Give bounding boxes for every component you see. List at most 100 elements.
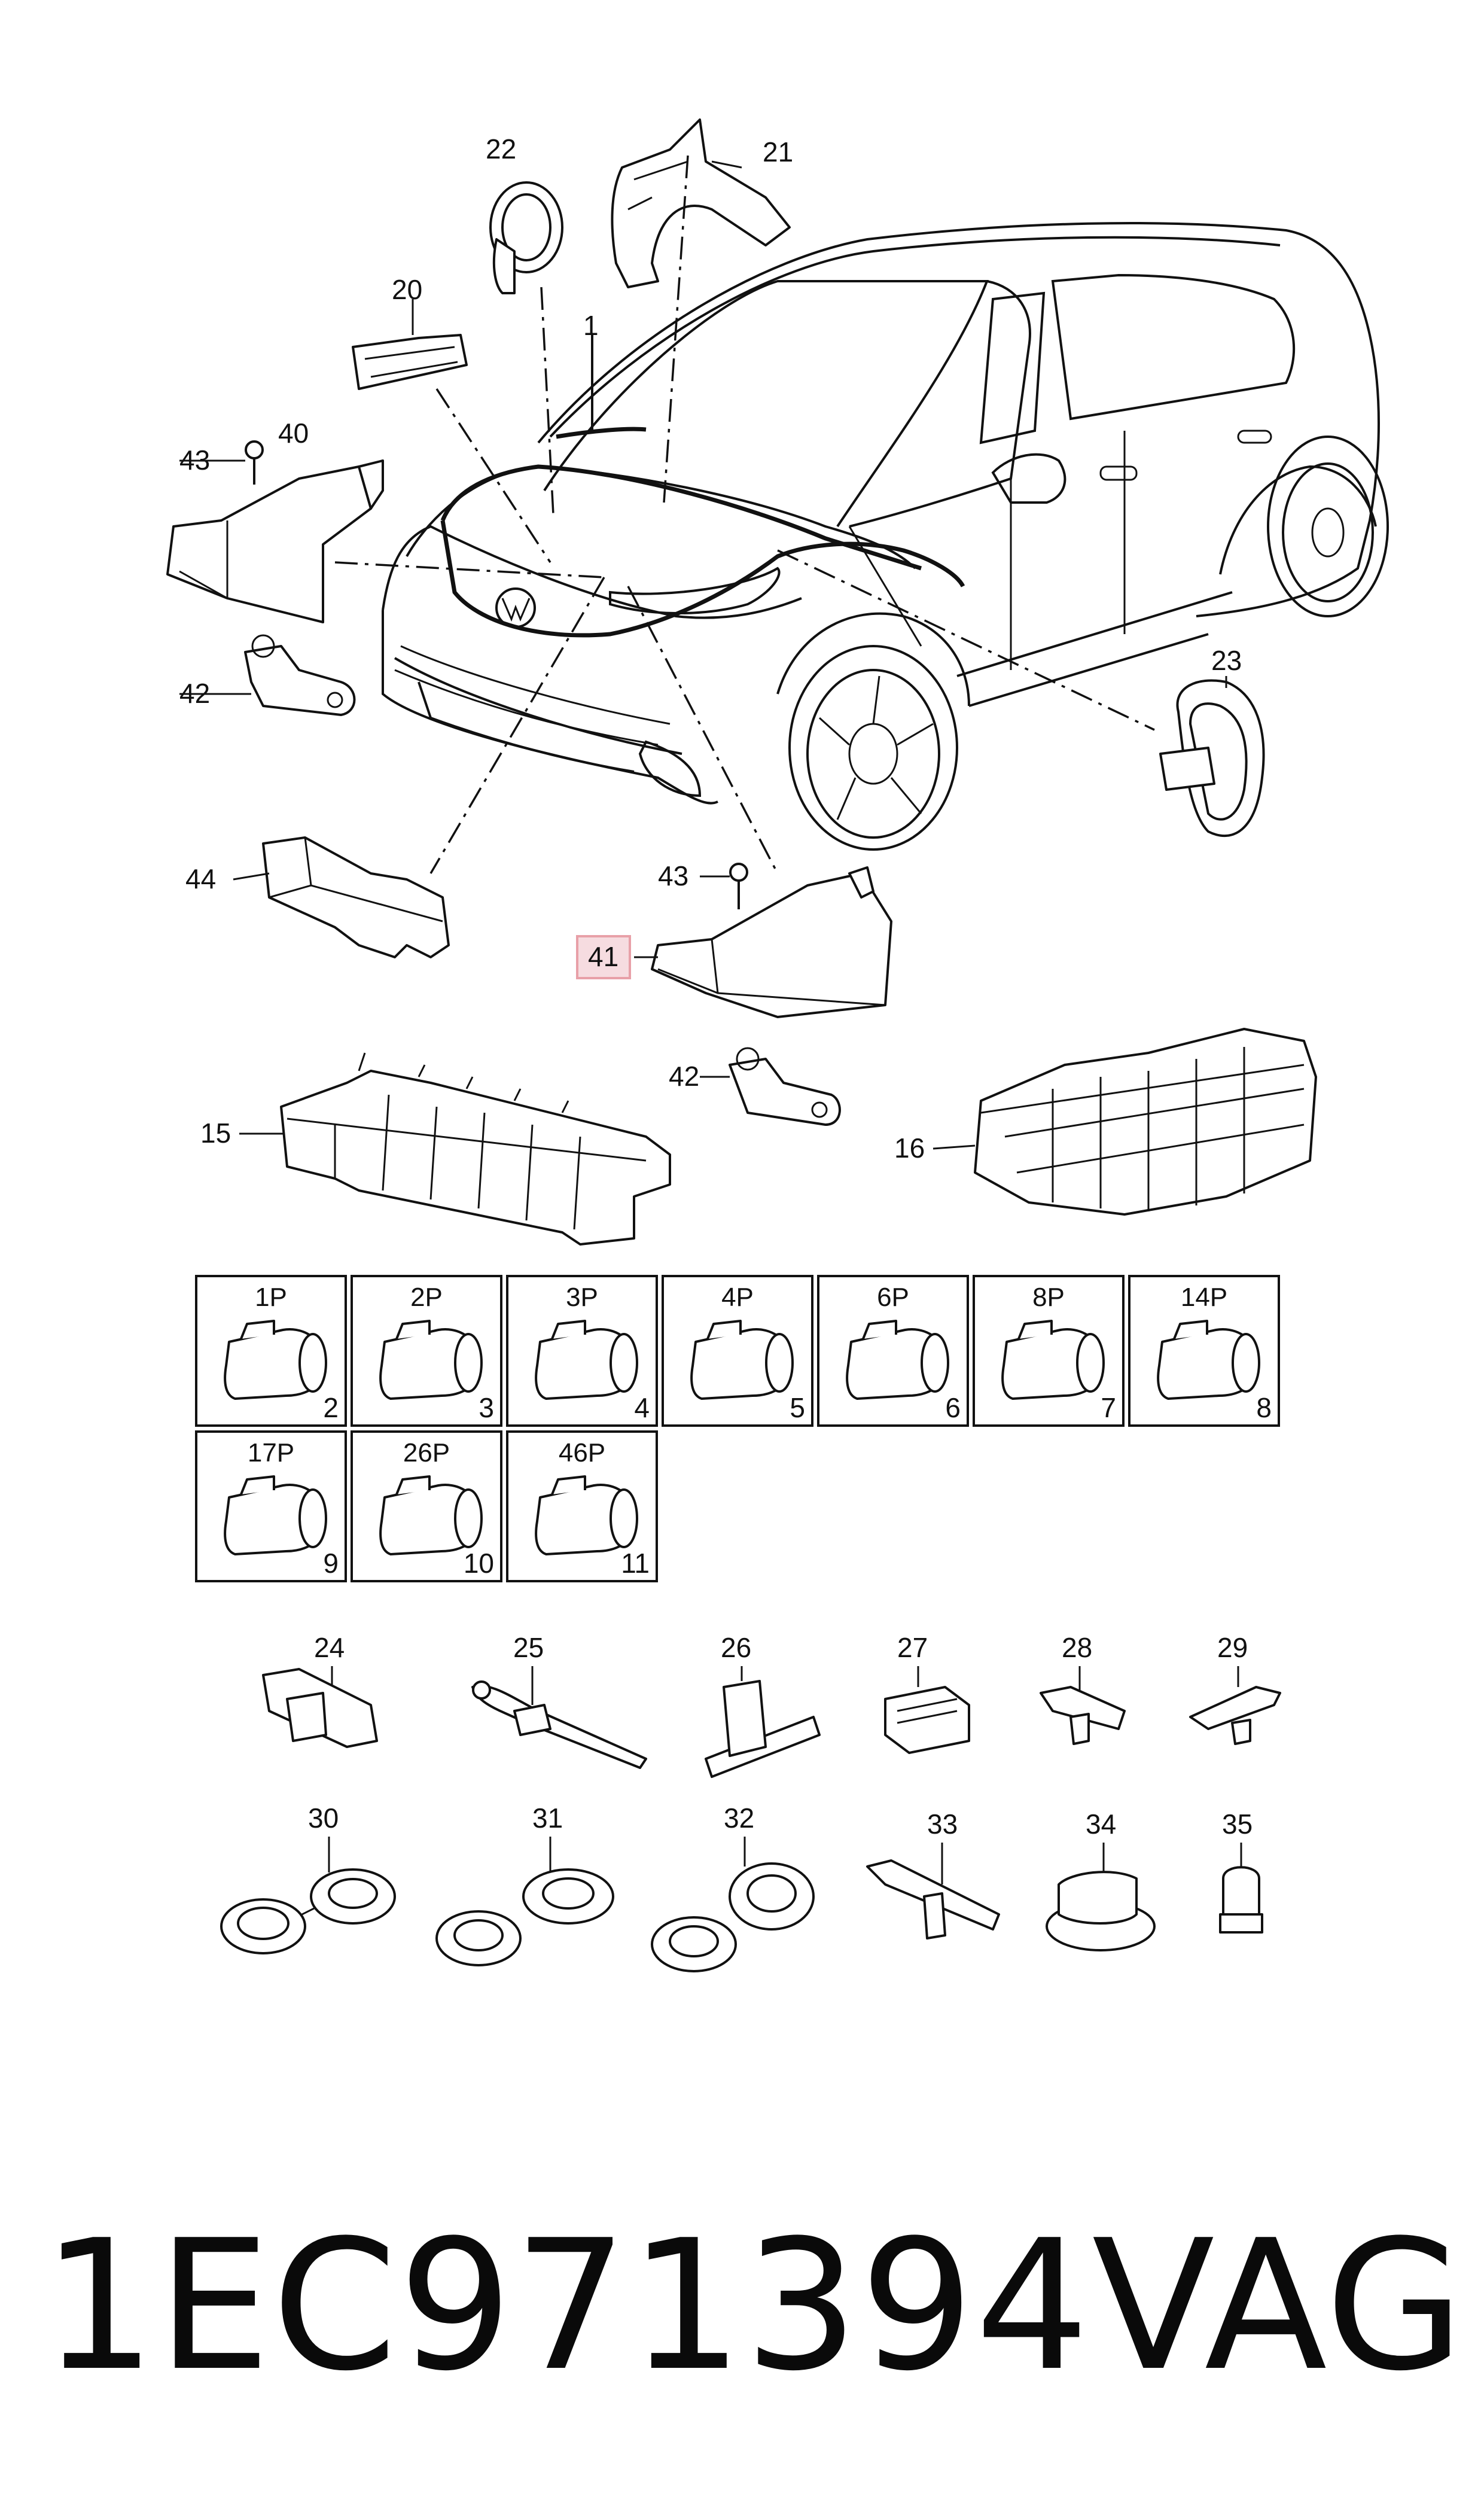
fuse-box-part-16: [974, 1028, 1317, 1216]
connector-pin-count: 8P: [1032, 1283, 1065, 1312]
nut-part-35: 35: [1219, 1808, 1263, 1934]
callout-33: 33: [927, 1808, 958, 1840]
callout-labels: 1 15 16 20 21 22 23 40 41 42 42 43 43 44: [179, 133, 1242, 1164]
relay-bracket-part: [166, 440, 384, 716]
connector-latch: [1017, 1320, 1053, 1339]
connector-cell: 1P 2: [195, 1275, 347, 1427]
connector-face: [921, 1333, 949, 1393]
connector-item-number: 5: [790, 1392, 805, 1423]
small-parts-row-1: 24 25 26 27 28: [262, 1632, 1281, 1778]
connector-cell: 8P 7: [973, 1275, 1125, 1427]
connector-item-number: 2: [323, 1392, 339, 1423]
clip-part-33: 33: [866, 1808, 1000, 1940]
connector-cell: 6P 6: [817, 1275, 969, 1427]
callout-highlight-41: [576, 935, 631, 979]
callout-1: 1: [583, 310, 599, 341]
connector-grid: 1P 2 2P 3 3P 4 4P 5 6P 6 8P 7 14P 8 17P 9 26P 10 46P 11: [195, 1275, 1280, 1582]
connector-pin-count: 3P: [566, 1283, 598, 1312]
callout-43a: 43: [179, 444, 210, 476]
connector-latch: [1173, 1320, 1208, 1339]
bracket-part-21: [611, 118, 791, 288]
connector-item-number: 7: [1101, 1392, 1116, 1423]
callout-23: 23: [1211, 645, 1242, 676]
callout-40: 40: [278, 418, 309, 449]
connector-item-number: 11: [621, 1548, 650, 1579]
connector-latch: [240, 1320, 275, 1339]
grommet-part-31: 31: [435, 1803, 614, 1966]
connector-cell: 2P 3: [351, 1275, 502, 1427]
callout-25: 25: [513, 1632, 544, 1663]
connector-pin-count: 2P: [410, 1283, 443, 1312]
connector-item-number: 4: [634, 1392, 650, 1423]
connector-cell: 46P 11: [506, 1430, 658, 1582]
clip-part-29: 29: [1189, 1632, 1281, 1745]
callout-44: 44: [185, 863, 216, 894]
connector-housing-part-27: 27: [884, 1632, 970, 1754]
callout-21: 21: [763, 136, 793, 168]
callout-41: 41: [588, 941, 618, 972]
connector-item-number: 3: [479, 1392, 494, 1423]
brand: VAG: [1092, 2202, 1465, 2410]
cover-part-20: [352, 334, 468, 390]
connector-pin-count: 14P: [1181, 1283, 1227, 1312]
connector-latch: [706, 1320, 742, 1339]
connector-pin-count: 6P: [877, 1283, 909, 1312]
connector-pin-count: 4P: [721, 1283, 754, 1312]
footer: 1EC971394 VAG: [42, 2208, 1465, 2405]
callout-24: 24: [314, 1632, 345, 1663]
connector-face: [765, 1333, 794, 1393]
connector-pin-count: 17P: [248, 1438, 294, 1467]
connector-pin-count: 46P: [559, 1438, 605, 1467]
callout-35: 35: [1222, 1808, 1253, 1840]
connector-item-number: 9: [323, 1548, 339, 1579]
callout-32: 32: [724, 1803, 754, 1834]
connector-latch: [395, 1320, 431, 1339]
callout-16: 16: [894, 1132, 925, 1164]
callout-29: 29: [1217, 1632, 1248, 1663]
connector-latch: [395, 1475, 431, 1495]
connector-cell: 17P 9: [195, 1430, 347, 1582]
callout-leaders: [179, 160, 1227, 1150]
connector-face: [610, 1333, 638, 1393]
connector-pin-count: 26P: [403, 1438, 450, 1467]
callout-42a: 42: [179, 678, 210, 709]
connector-face: [298, 1488, 327, 1548]
cap-part-34: 34: [1046, 1808, 1156, 1951]
connector-pin-count: 1P: [255, 1283, 287, 1312]
grommet-part-32: 32: [651, 1803, 815, 1972]
connector-face: [1076, 1333, 1105, 1393]
callout-42b: 42: [669, 1061, 699, 1092]
callout-22: 22: [486, 133, 516, 165]
connector-latch: [551, 1475, 586, 1495]
connector-cell: 14P 8: [1128, 1275, 1280, 1427]
clip-part-24: 24: [262, 1632, 378, 1748]
connector-item-number: 8: [1256, 1392, 1272, 1423]
callout-27: 27: [897, 1632, 928, 1663]
connector-item-number: 6: [945, 1392, 961, 1423]
connector-face: [454, 1488, 483, 1548]
fuse-carrier-part-15: [280, 1052, 671, 1246]
callout-31: 31: [532, 1803, 563, 1834]
clip-part-26: 26: [705, 1632, 821, 1778]
callout-20: 20: [392, 274, 422, 305]
connector-face: [454, 1333, 483, 1393]
connector-face: [1232, 1333, 1260, 1393]
cover-part-44: [262, 836, 450, 958]
callout-30: 30: [308, 1803, 339, 1834]
connector-cell: 26P 10: [351, 1430, 502, 1582]
connector-cell: 3P 4: [506, 1275, 658, 1427]
cable-tie-part-25: 25: [471, 1632, 647, 1769]
connector-latch: [240, 1475, 275, 1495]
relay-bracket-part-41: [651, 863, 892, 1126]
callout-26: 26: [721, 1632, 751, 1663]
connector-latch: [551, 1320, 586, 1339]
grommet-part-23: [1159, 679, 1265, 838]
connector-face: [610, 1488, 638, 1548]
callout-34: 34: [1086, 1808, 1116, 1840]
callout-28: 28: [1062, 1632, 1092, 1663]
connector-latch: [862, 1320, 897, 1339]
connector-item-number: 10: [464, 1548, 494, 1579]
small-parts-row-2: 30 31 32 33: [220, 1803, 1263, 1972]
leader-lines: [334, 155, 1155, 874]
